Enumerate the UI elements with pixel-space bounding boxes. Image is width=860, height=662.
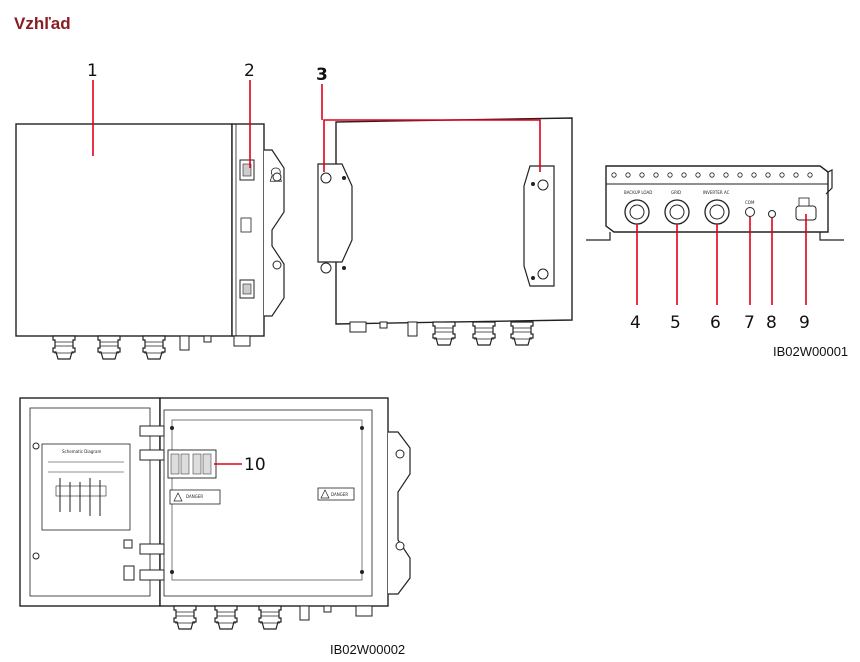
vent-hole	[723, 172, 729, 178]
callout-6: 6	[710, 313, 721, 333]
callout-10: 10	[244, 455, 266, 475]
vent-hole	[793, 172, 799, 178]
port-label-com: COM	[745, 200, 755, 205]
vent-hole	[639, 172, 645, 178]
vent-hole	[765, 172, 771, 178]
callout-8: 8	[766, 313, 777, 333]
callout-2: 2	[244, 61, 255, 81]
vent-hole	[737, 172, 743, 178]
callout-4: 4	[630, 313, 641, 333]
schematic-title: Schematic Diagram	[62, 449, 102, 454]
callout-9: 9	[799, 313, 810, 333]
callout-numbers: 1 2 3 4 5 6 7 8 9 10	[87, 61, 810, 475]
port-label-backup-load: BACKUP LOAD	[624, 190, 652, 195]
warning-label-inner: DANGER	[186, 494, 203, 499]
port-label-inverter-ac: INVERTER AC	[703, 190, 730, 195]
callout-lines	[92, 80, 807, 465]
vent-hole	[667, 172, 673, 178]
section-heading: Vzhľad	[14, 14, 71, 33]
vent-hole	[625, 172, 631, 178]
callout-7: 7	[744, 313, 755, 333]
figure-code-1: IB02W00001	[773, 344, 848, 359]
box-bottom-view: BACKUP LOAD GRID INVERTER AC COM	[586, 165, 844, 241]
callout-3: 3	[316, 65, 328, 85]
warning-label-cover: DANGER	[331, 492, 348, 497]
box-open-view: Schematic Diagram DANGER DANGER	[19, 397, 411, 630]
vent-hole	[709, 172, 715, 178]
vent-hole	[751, 172, 757, 178]
vent-hole	[653, 172, 659, 178]
box-front-view	[15, 123, 285, 360]
port-label-grid: GRID	[671, 190, 681, 195]
vent-hole	[779, 172, 785, 178]
callout-line-3	[323, 119, 541, 172]
figure-code-2: IB02W00002	[330, 642, 405, 657]
vent-hole	[695, 172, 701, 178]
callout-1: 1	[87, 61, 98, 81]
vent-hole	[611, 172, 617, 178]
callout-5: 5	[670, 313, 681, 333]
box-rear-view	[317, 117, 573, 346]
vent-hole	[681, 172, 687, 178]
vent-hole	[807, 172, 813, 178]
